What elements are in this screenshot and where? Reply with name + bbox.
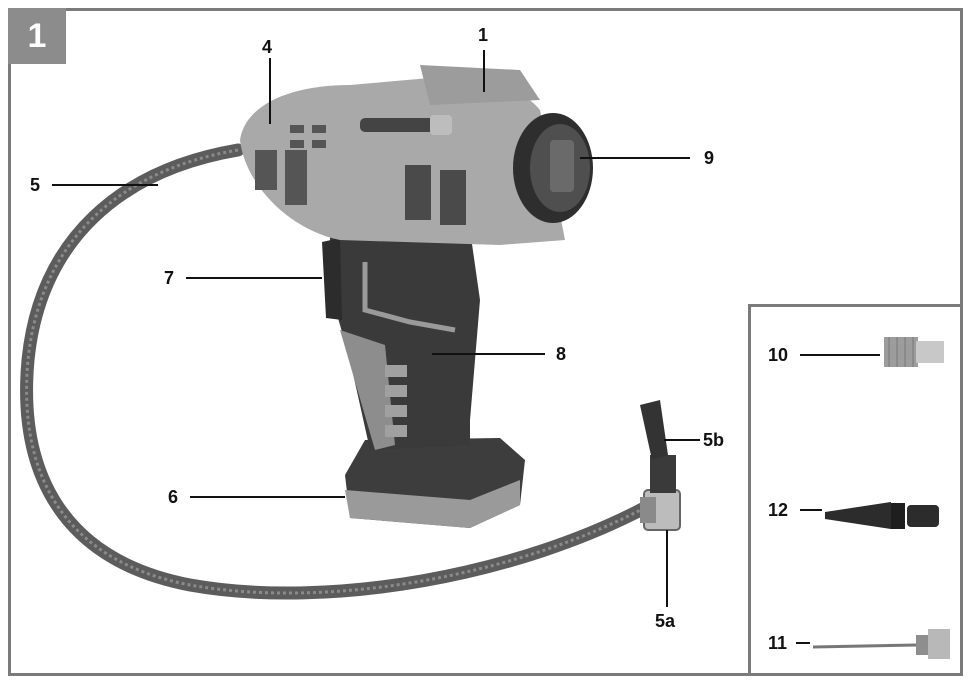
digital-display xyxy=(513,113,593,223)
accessory-needle-11 xyxy=(812,629,950,659)
callout-10: 10 xyxy=(768,345,789,365)
callout-5b: 5b xyxy=(703,430,725,450)
accessory-cone-12 xyxy=(825,502,939,529)
accessory-inset xyxy=(748,304,963,676)
callout-4: 4 xyxy=(262,37,273,57)
callout-6: 6 xyxy=(168,487,179,507)
callout-11: 11 xyxy=(768,633,788,653)
callout-9: 9 xyxy=(704,148,715,168)
accessory-illustrations xyxy=(812,337,950,659)
trigger xyxy=(322,238,342,320)
main-housing xyxy=(240,65,565,246)
figure-number-badge: 1 xyxy=(8,8,66,64)
battery-base xyxy=(345,438,525,528)
valve-connector xyxy=(640,400,681,531)
callout-7: 7 xyxy=(164,268,175,288)
callout-8: 8 xyxy=(556,344,567,364)
callout-5: 5 xyxy=(30,175,41,195)
callout-1: 1 xyxy=(478,25,489,45)
callout-5a: 5a xyxy=(655,611,676,631)
handle xyxy=(330,230,480,450)
accessory-adapter-10 xyxy=(884,337,944,367)
callout-12: 12 xyxy=(768,500,789,520)
